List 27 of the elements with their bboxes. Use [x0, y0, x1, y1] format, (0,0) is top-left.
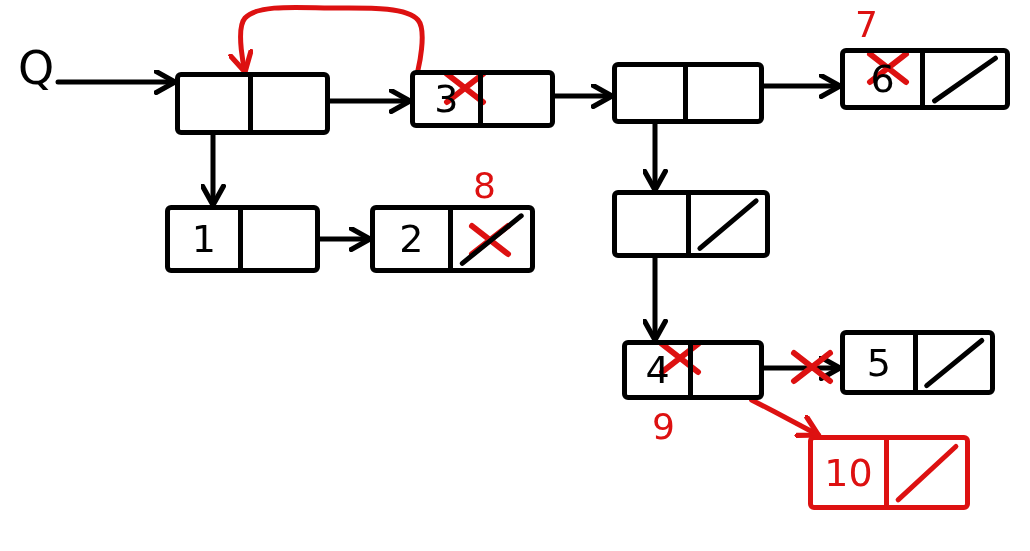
- linked-list-node: [175, 72, 330, 135]
- arrow: [55, 69, 178, 95]
- arrow: [552, 83, 615, 109]
- replacement-value: 7: [855, 7, 878, 43]
- arrow: [749, 397, 821, 438]
- variable-label: Q: [18, 45, 55, 91]
- arrow: [642, 255, 668, 343]
- arrow: [642, 121, 668, 193]
- linked-list-node: [165, 205, 320, 273]
- arrow: [761, 355, 843, 381]
- linked-list-node: [808, 435, 970, 510]
- linked-list-node: [840, 330, 995, 395]
- linked-list-node: [410, 70, 555, 128]
- replacement-value: 8: [473, 168, 496, 204]
- arrow: [200, 132, 226, 208]
- node-value: 4: [645, 351, 670, 389]
- node-value: 5: [866, 343, 891, 382]
- replacement-value: 9: [652, 409, 675, 445]
- arrow: [228, 4, 425, 75]
- linked-list-node: [612, 62, 764, 124]
- linked-list-node: [612, 190, 770, 258]
- node-value: 1: [191, 220, 216, 258]
- node-value: 10: [824, 453, 873, 492]
- arrow: [317, 226, 373, 252]
- arrow: [327, 88, 413, 114]
- arrow: [761, 73, 843, 99]
- node-value: 2: [399, 220, 424, 258]
